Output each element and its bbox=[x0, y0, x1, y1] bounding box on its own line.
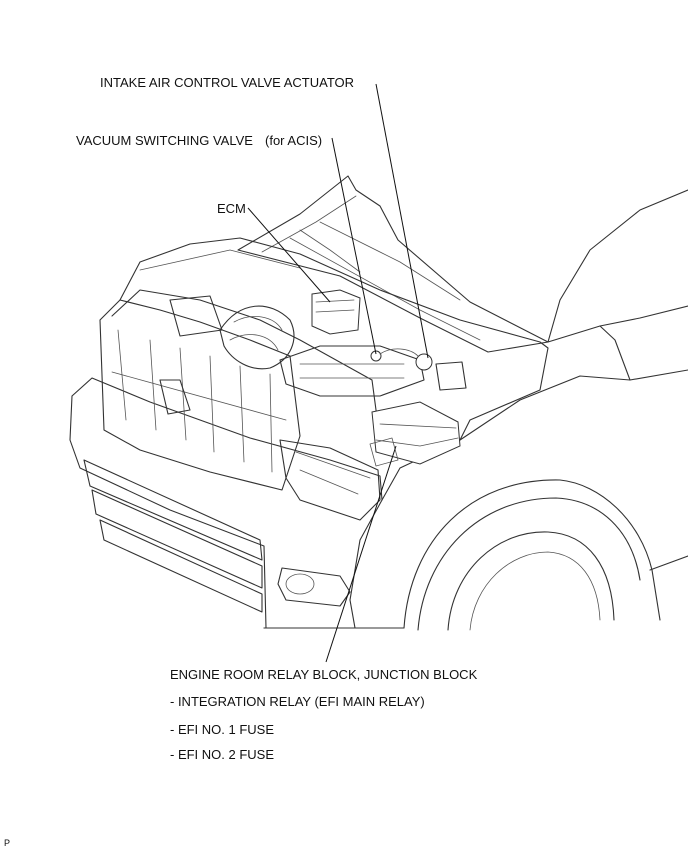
label-efi-no1-fuse: - EFI NO. 1 FUSE bbox=[170, 722, 275, 737]
label-efi-no2-fuse: - EFI NO. 2 FUSE bbox=[170, 747, 275, 762]
front-bumper bbox=[69, 377, 383, 629]
leader-ecm bbox=[247, 207, 331, 303]
grille bbox=[99, 299, 301, 491]
open-hood bbox=[237, 175, 549, 353]
label-vacuum-switching-valve: VACUUM SWITCHING VALVE bbox=[76, 133, 253, 148]
corner-mark: P bbox=[4, 838, 11, 848]
leader-relay-block bbox=[325, 445, 397, 663]
engine-bay bbox=[111, 237, 549, 467]
label-integration-relay: - INTEGRATION RELAY (EFI MAIN RELAY) bbox=[170, 694, 425, 709]
label-engine-room-relay-block: ENGINE ROOM RELAY BLOCK, JUNCTION BLOCK bbox=[170, 667, 478, 682]
label-for-acis: (for ACIS) bbox=[265, 133, 323, 148]
label-intake-air-control-valve-actuator: INTAKE AIR CONTROL VALVE ACTUATOR bbox=[100, 75, 355, 90]
label-ecm: ECM bbox=[217, 201, 246, 216]
leader-lines bbox=[247, 83, 429, 663]
headlamp bbox=[279, 439, 381, 521]
leader-intake-air-control-valve-actuator bbox=[375, 83, 429, 359]
leader-vacuum-switching-valve bbox=[331, 137, 377, 355]
vehicle-body bbox=[263, 189, 688, 631]
